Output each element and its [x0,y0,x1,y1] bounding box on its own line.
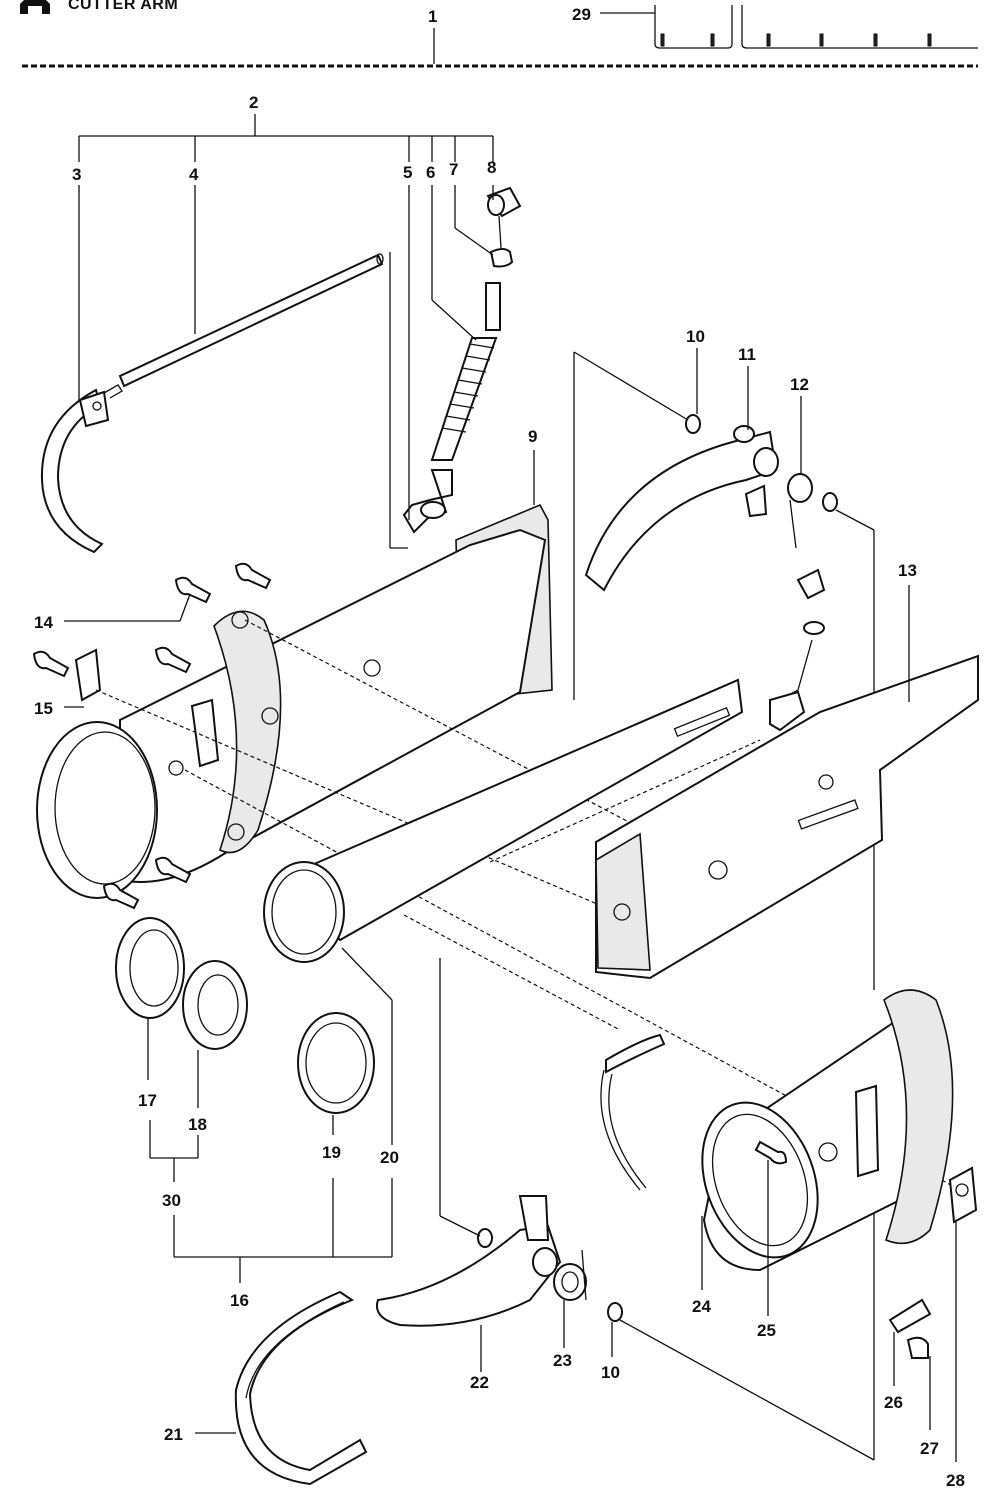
arm-body-part-20 [263,678,744,1145]
cable-guard-part-3 [40,185,123,554]
callout-8: 8 [487,158,496,177]
callout-18: 18 [188,1115,207,1134]
arm-body-part-13 [595,568,979,980]
callout-10b: 10 [601,1363,620,1382]
callout-28: 28 [946,1471,965,1490]
callout-3: 3 [72,165,81,184]
tensioner-arm-part-11 [573,348,875,990]
callout-14: 14 [34,613,53,632]
assembly-guide-lines [95,619,961,1191]
callout-4: 4 [189,165,199,184]
callout-9: 9 [528,427,537,446]
callout-26: 26 [884,1393,903,1412]
callout-22: 22 [470,1373,489,1392]
callout-7: 7 [449,160,458,179]
callout-2: 2 [249,93,258,112]
decal-sheet [600,5,978,49]
screws-part-14 [32,562,272,910]
callout-20: 20 [380,1148,399,1167]
rod-part-4 [118,185,408,549]
callout-15: 15 [34,699,53,718]
callout-23: 23 [553,1351,572,1370]
callout-29: 29 [572,5,591,24]
callout-24: 24 [692,1297,711,1316]
brand-logo [20,0,50,14]
arm-cover-right-part-24 [600,989,954,1290]
callout-11: 11 [738,345,756,364]
hose-assembly-parts-5-8 [402,185,522,534]
callout-16: 16 [230,1291,249,1310]
callout-6: 6 [426,163,435,182]
page-title: CUTTER ARM [68,0,179,13]
callout-12: 12 [790,375,809,394]
callout-19: 19 [322,1143,341,1162]
arm-cover-left [36,528,547,899]
tensioner-arm-part-22 [376,958,875,1461]
callout-21: 21 [164,1425,183,1444]
callout-5: 5 [403,163,412,182]
screw-part-25 [754,1140,788,1316]
callout-27: 27 [920,1439,939,1458]
callout-10: 10 [686,327,705,346]
callout-13: 13 [898,561,917,580]
callout-1: 1 [428,7,437,26]
kit-bracket-2 [78,114,494,162]
callout-25: 25 [757,1321,776,1340]
clip-screw-parts-26-28 [888,1166,978,1462]
callout-labels: 1 2 3 4 5 6 7 8 9 10 11 12 13 14 15 17 1… [34,5,965,1490]
callout-30: 30 [162,1191,181,1210]
callout-17: 17 [138,1091,157,1110]
kit-bracket-16 [173,1178,393,1283]
rings-parts-17-19 [115,917,375,1182]
drive-belt-part-21 [195,1290,368,1486]
clip-part-15 [64,648,102,708]
